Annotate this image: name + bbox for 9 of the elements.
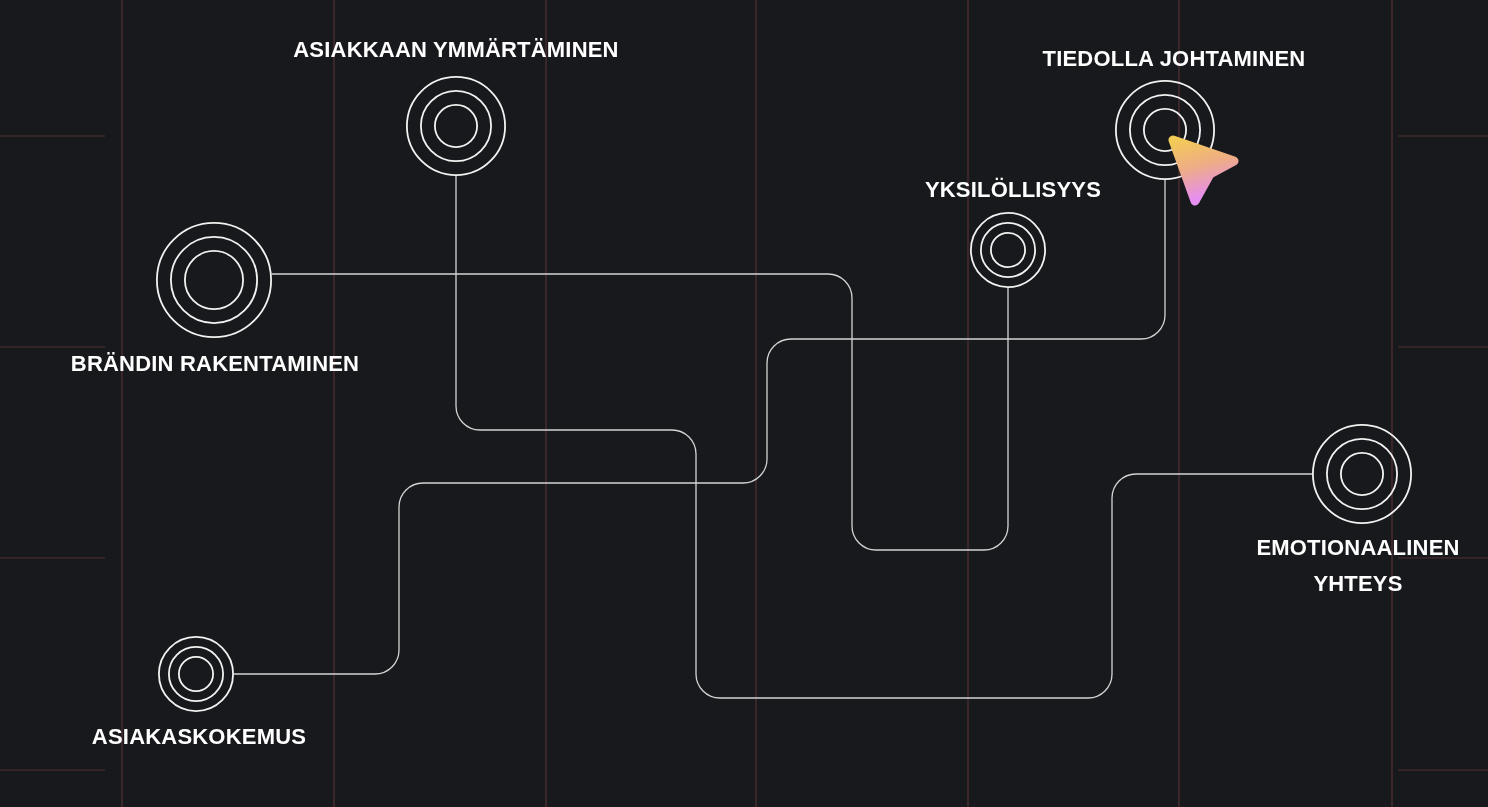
connector-line xyxy=(271,273,1009,551)
node-label: ASIAKASKOKEMUS xyxy=(91,724,307,750)
node-label: YKSILÖLLISYYS xyxy=(924,177,1102,203)
node-label: EMOTIONAALINEN YHTEYS xyxy=(1255,534,1461,598)
node-label: BRÄNDIN RAKENTAMINEN xyxy=(70,351,360,377)
connector-line xyxy=(455,175,1313,699)
node-label: ASIAKKAAN YMMÄRTÄMINEN xyxy=(293,37,619,63)
connector-line xyxy=(233,179,1166,675)
node-label: TIEDOLLA JOHTAMINEN xyxy=(1042,46,1306,72)
